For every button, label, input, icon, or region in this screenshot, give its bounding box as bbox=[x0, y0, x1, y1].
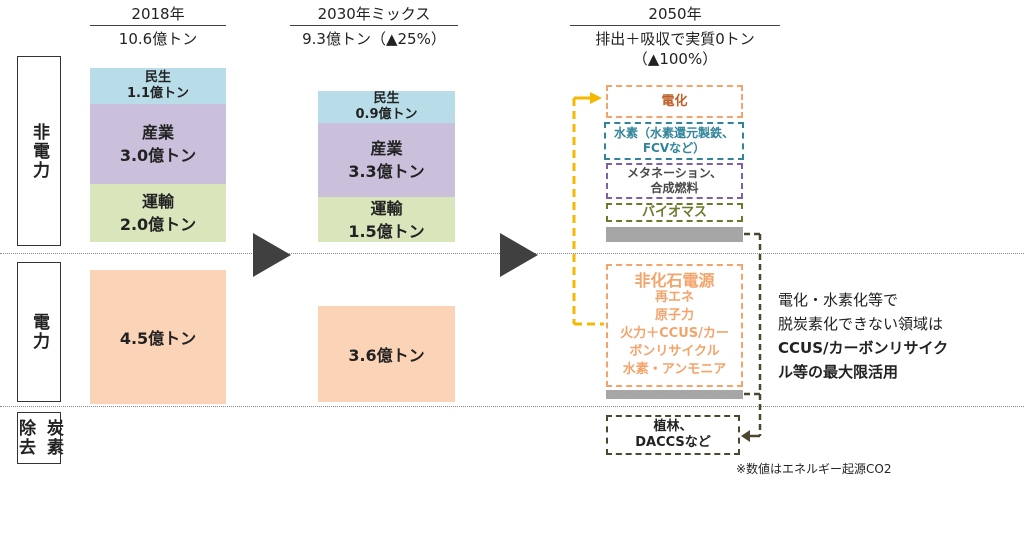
category-carbon-removal-label-a: 炭素 bbox=[43, 419, 63, 457]
residual-emission-bar bbox=[606, 390, 743, 399]
box-2050-removal-label: 植林、 DACCSなど bbox=[635, 419, 711, 450]
bar-2030-unyu: 運輸 1.5億トン bbox=[318, 197, 455, 242]
bar-2018-unyu: 運輸 2.0億トン bbox=[90, 184, 226, 242]
box-2050-denka-label: 電化 bbox=[661, 93, 688, 109]
footnote: ※数値はエネルギー起源CO2 bbox=[736, 462, 892, 476]
bar-2030-minsei: 民生 0.9億トン bbox=[318, 91, 455, 123]
header-2030: 2030年ミックス 9.3億トン（▲25%） bbox=[290, 4, 458, 49]
category-non-power: 非電力 bbox=[17, 56, 61, 246]
box-2050-suiso-label: 水素（水素還元製鉄、 FCVなど） bbox=[613, 126, 734, 155]
nonfossil-item: 原子力 bbox=[654, 307, 694, 323]
yellow-bracket-arrow-icon bbox=[572, 92, 604, 326]
total-2018: 10.6億トン bbox=[118, 30, 198, 48]
bar-2030-unyu-label: 運輸 1.5億トン bbox=[348, 198, 425, 241]
box-2050-biomass: バイオマス bbox=[606, 203, 743, 222]
right-note-line: 電化・水素化等で bbox=[778, 291, 899, 309]
category-power-label: 電力 bbox=[29, 313, 49, 351]
bar-2018-sangyo-label: 産業 3.0億トン bbox=[119, 123, 197, 165]
year-2050: 2050年 bbox=[648, 5, 702, 23]
residual-emission-bar bbox=[606, 227, 743, 242]
box-2050-methanation: メタネーション、 合成燃料 bbox=[606, 163, 743, 199]
category-carbon-removal-label-b: 除去 bbox=[15, 419, 35, 457]
nonfossil-item: ボンリサイクル bbox=[629, 343, 720, 359]
category-non-power-label: 非電力 bbox=[29, 122, 49, 180]
nonfossil-item: 再エネ bbox=[654, 289, 694, 305]
header-2050: 2050年 排出＋吸収で実質0トン （▲100%） bbox=[570, 4, 780, 69]
box-2050-suiso: 水素（水素還元製鉄、 FCVなど） bbox=[604, 122, 744, 160]
box-2050-nonfossil: 非化石電源 再エネ 原子力 火力＋CCUS/カー ボンリサイクル 水素・アンモニ… bbox=[606, 264, 743, 387]
bar-2030-sangyo-label: 産業 3.3億トン bbox=[348, 139, 425, 181]
total-2050-line2: （▲100%） bbox=[632, 50, 718, 68]
bar-2018-power-label: 4.5億トン bbox=[119, 329, 197, 348]
separator-line bbox=[0, 406, 1024, 407]
bar-2018-power: 4.5億トン bbox=[90, 270, 226, 404]
box-2050-biomass-label: バイオマス bbox=[641, 204, 707, 220]
nonfossil-title: 非化石電源 bbox=[634, 270, 715, 290]
bar-2030-sangyo: 産業 3.3億トン bbox=[318, 123, 455, 197]
header-underline bbox=[290, 25, 458, 26]
box-2050-methanation-label: メタネーション、 合成燃料 bbox=[626, 166, 723, 195]
category-power: 電力 bbox=[17, 262, 61, 402]
bar-2018-unyu-label: 運輸 2.0億トン bbox=[119, 192, 197, 234]
header-underline bbox=[90, 25, 226, 26]
box-2050-denka: 電化 bbox=[606, 85, 743, 118]
nonfossil-item: 水素・アンモニア bbox=[622, 361, 727, 377]
bar-2030-power: 3.6億トン bbox=[318, 306, 455, 402]
bar-2018-minsei: 民生 1.1億トン bbox=[90, 68, 226, 104]
bar-2018-minsei-label: 民生 1.1億トン bbox=[126, 70, 190, 101]
year-2018: 2018年 bbox=[131, 5, 185, 23]
right-note: 電化・水素化等で 脱炭素化できない領域は CCUS/カーボンリサイク ル等の最大… bbox=[778, 288, 1018, 384]
total-2050-line1: 排出＋吸収で実質0トン bbox=[595, 30, 755, 48]
header-underline bbox=[570, 25, 780, 26]
right-note-line-bold: CCUS/カーボンリサイク bbox=[778, 339, 949, 357]
year-2030: 2030年ミックス bbox=[317, 5, 431, 23]
right-note-line: 脱炭素化できない領域は bbox=[778, 315, 944, 333]
arrow-right-icon bbox=[500, 233, 538, 277]
right-note-line-bold: ル等の最大限活用 bbox=[778, 363, 899, 381]
bar-2018-sangyo: 産業 3.0億トン bbox=[90, 104, 226, 184]
box-2050-removal: 植林、 DACCSなど bbox=[606, 415, 740, 455]
nonfossil-item: 火力＋CCUS/カー bbox=[620, 325, 729, 341]
arrow-right-icon bbox=[253, 233, 291, 277]
bar-2030-minsei-label: 民生 0.9億トン bbox=[355, 91, 418, 122]
total-2030: 9.3億トン（▲25%） bbox=[302, 30, 446, 48]
category-carbon-removal: 炭素 除去 bbox=[15, 412, 63, 464]
bar-2030-power-label: 3.6億トン bbox=[348, 346, 425, 365]
brown-bracket-arrow-icon bbox=[741, 232, 762, 442]
header-2018: 2018年 10.6億トン bbox=[90, 4, 226, 49]
